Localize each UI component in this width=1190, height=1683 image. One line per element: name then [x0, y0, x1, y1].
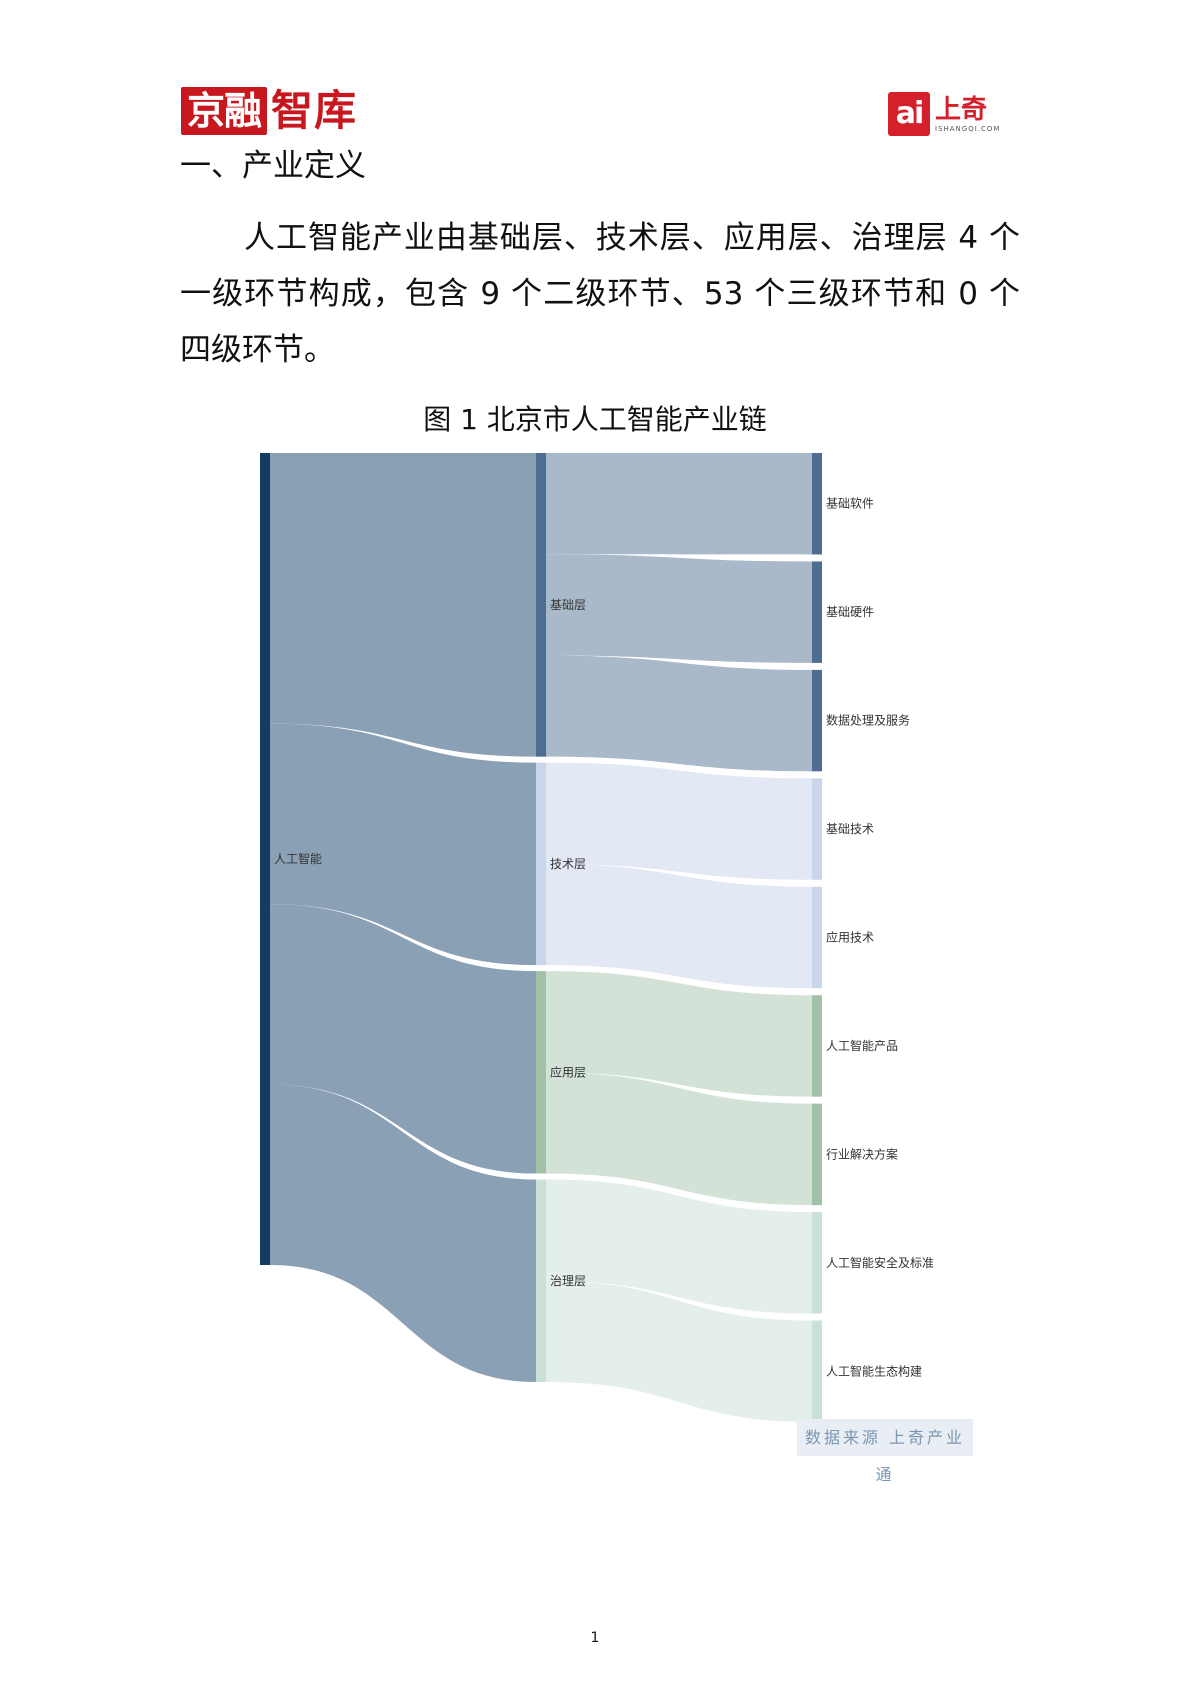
sankey-node	[536, 971, 546, 1174]
jingrong-logo: 京融 智库	[181, 86, 357, 136]
sankey-node-label: 人工智能生态构建	[826, 1363, 922, 1378]
sankey-node-label: 行业解决方案	[826, 1146, 898, 1161]
sankey-node	[812, 1103, 822, 1206]
sankey-link	[546, 1280, 812, 1422]
section-title: 一、产业定义	[180, 148, 366, 184]
sankey-node	[536, 453, 546, 757]
sankey-node-label: 人工智能	[274, 851, 322, 866]
sankey-node-label: 人工智能安全及标准	[826, 1255, 934, 1270]
sankey-node-label: 基础层	[550, 598, 586, 612]
sankey-node-label: 应用技术	[826, 930, 874, 945]
shangqi-logo-url: ISHANGQI.COM	[935, 124, 1001, 133]
sankey-link	[546, 971, 812, 1097]
source-note: 数据来源 上奇产业通	[804, 1428, 966, 1484]
sankey-link	[270, 723, 536, 966]
sankey-link	[270, 1084, 536, 1382]
sankey-node	[812, 995, 822, 1097]
sankey-node	[812, 1212, 822, 1314]
sankey-link	[270, 904, 536, 1174]
figure-title: 图 1 北京市人工智能产业链	[423, 403, 767, 436]
sankey-node-label: 治理层	[550, 1274, 586, 1288]
page-number: 1	[590, 1630, 600, 1646]
sankey-link	[270, 453, 536, 757]
sankey-nodes	[260, 453, 822, 1422]
sankey-link	[546, 1072, 812, 1206]
sankey-node-label: 基础软件	[826, 497, 874, 511]
sankey-node	[812, 778, 822, 880]
definition-paragraph: 人工智能产业由基础层、技术层、应用层、治理层 4 个一级环节构成，包含 9 个二…	[180, 220, 1020, 368]
sankey-link	[546, 1179, 812, 1314]
sankey-node-label: 人工智能产品	[826, 1038, 898, 1053]
sankey-node	[260, 453, 270, 1265]
sankey-node-label: 技术层	[550, 857, 586, 871]
sankey-link	[546, 863, 812, 989]
sankey-node	[812, 453, 822, 555]
sankey-node	[812, 669, 822, 772]
sankey-node	[536, 1179, 546, 1382]
shangqi-logo-mark: ai	[888, 92, 930, 136]
sankey-node-label: 基础硬件	[826, 605, 874, 619]
sankey-link	[546, 762, 812, 880]
sankey-node-label: 数据处理及服务	[826, 713, 910, 728]
sankey-node-label: 基础技术	[826, 822, 874, 836]
jingrong-logo-mark: 京融	[181, 87, 268, 135]
jingrong-logo-text: 智库	[271, 86, 358, 135]
shangqi-logo: ai 上奇 ISHANGQI.COM	[888, 92, 1000, 136]
sankey-node	[812, 1320, 822, 1422]
sankey-links	[270, 453, 812, 1422]
source-note-box: 数据来源 上奇产业通	[797, 1419, 973, 1484]
sankey-node	[812, 886, 822, 989]
sankey-node	[536, 762, 546, 966]
sankey-link	[546, 453, 812, 555]
sankey-node-label: 应用层	[550, 1064, 586, 1079]
shangqi-logo-name: 上奇	[935, 94, 988, 125]
sankey-node	[812, 561, 822, 663]
sankey-link	[546, 655, 812, 772]
sankey-link	[546, 554, 812, 663]
